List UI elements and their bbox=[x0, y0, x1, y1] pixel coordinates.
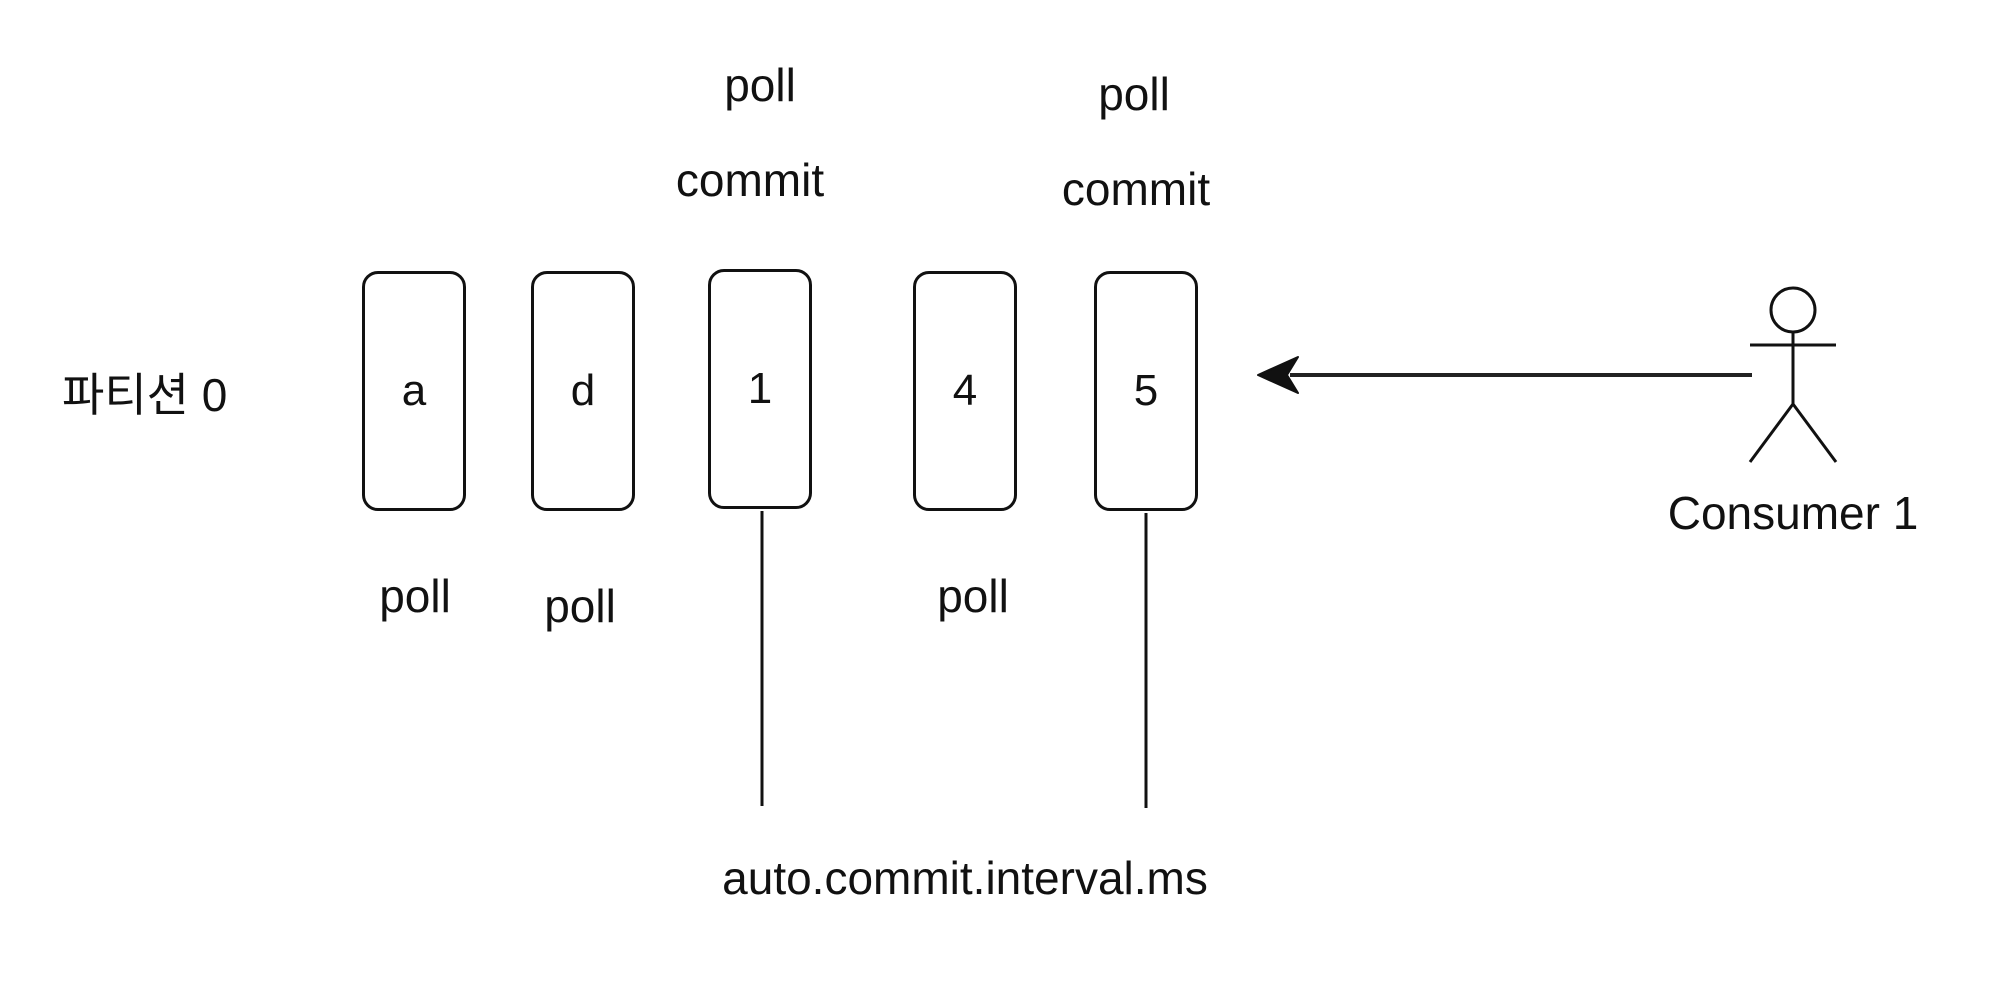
record-box-4: 4 bbox=[913, 271, 1017, 511]
poll-label-above-1: poll bbox=[724, 59, 796, 111]
record-label-a: a bbox=[401, 366, 427, 415]
consumer-person-icon bbox=[1748, 286, 1838, 463]
interval-label: auto.commit.interval.ms bbox=[722, 852, 1208, 904]
poll-label-below-a: poll bbox=[379, 570, 451, 622]
poll-label-below-4: poll bbox=[937, 570, 1009, 622]
poll-label-below-d: poll bbox=[544, 580, 616, 632]
consumer-arrow bbox=[1257, 356, 1752, 394]
record-label-5: 5 bbox=[1133, 366, 1159, 415]
person-left-leg bbox=[1748, 403, 1795, 463]
partition-label: 파티션 0 bbox=[62, 369, 228, 421]
commit-label-above-5: commit bbox=[1061, 163, 1211, 215]
poll-label-above-5: poll bbox=[1098, 68, 1170, 120]
person-right-leg bbox=[1791, 403, 1838, 463]
record-label-4: 4 bbox=[952, 366, 978, 415]
person-head bbox=[1769, 286, 1817, 334]
record-box-a: a bbox=[362, 271, 466, 511]
arrowhead-icon bbox=[1257, 356, 1299, 394]
record-label-1: 1 bbox=[747, 364, 773, 413]
record-box-5: 5 bbox=[1094, 271, 1198, 511]
commit-label-above-1: commit bbox=[675, 154, 825, 206]
record-box-1: 1 bbox=[708, 269, 812, 509]
record-label-d: d bbox=[570, 366, 596, 415]
consumer-label: Consumer 1 bbox=[1667, 487, 1919, 539]
record-box-d: d bbox=[531, 271, 635, 511]
